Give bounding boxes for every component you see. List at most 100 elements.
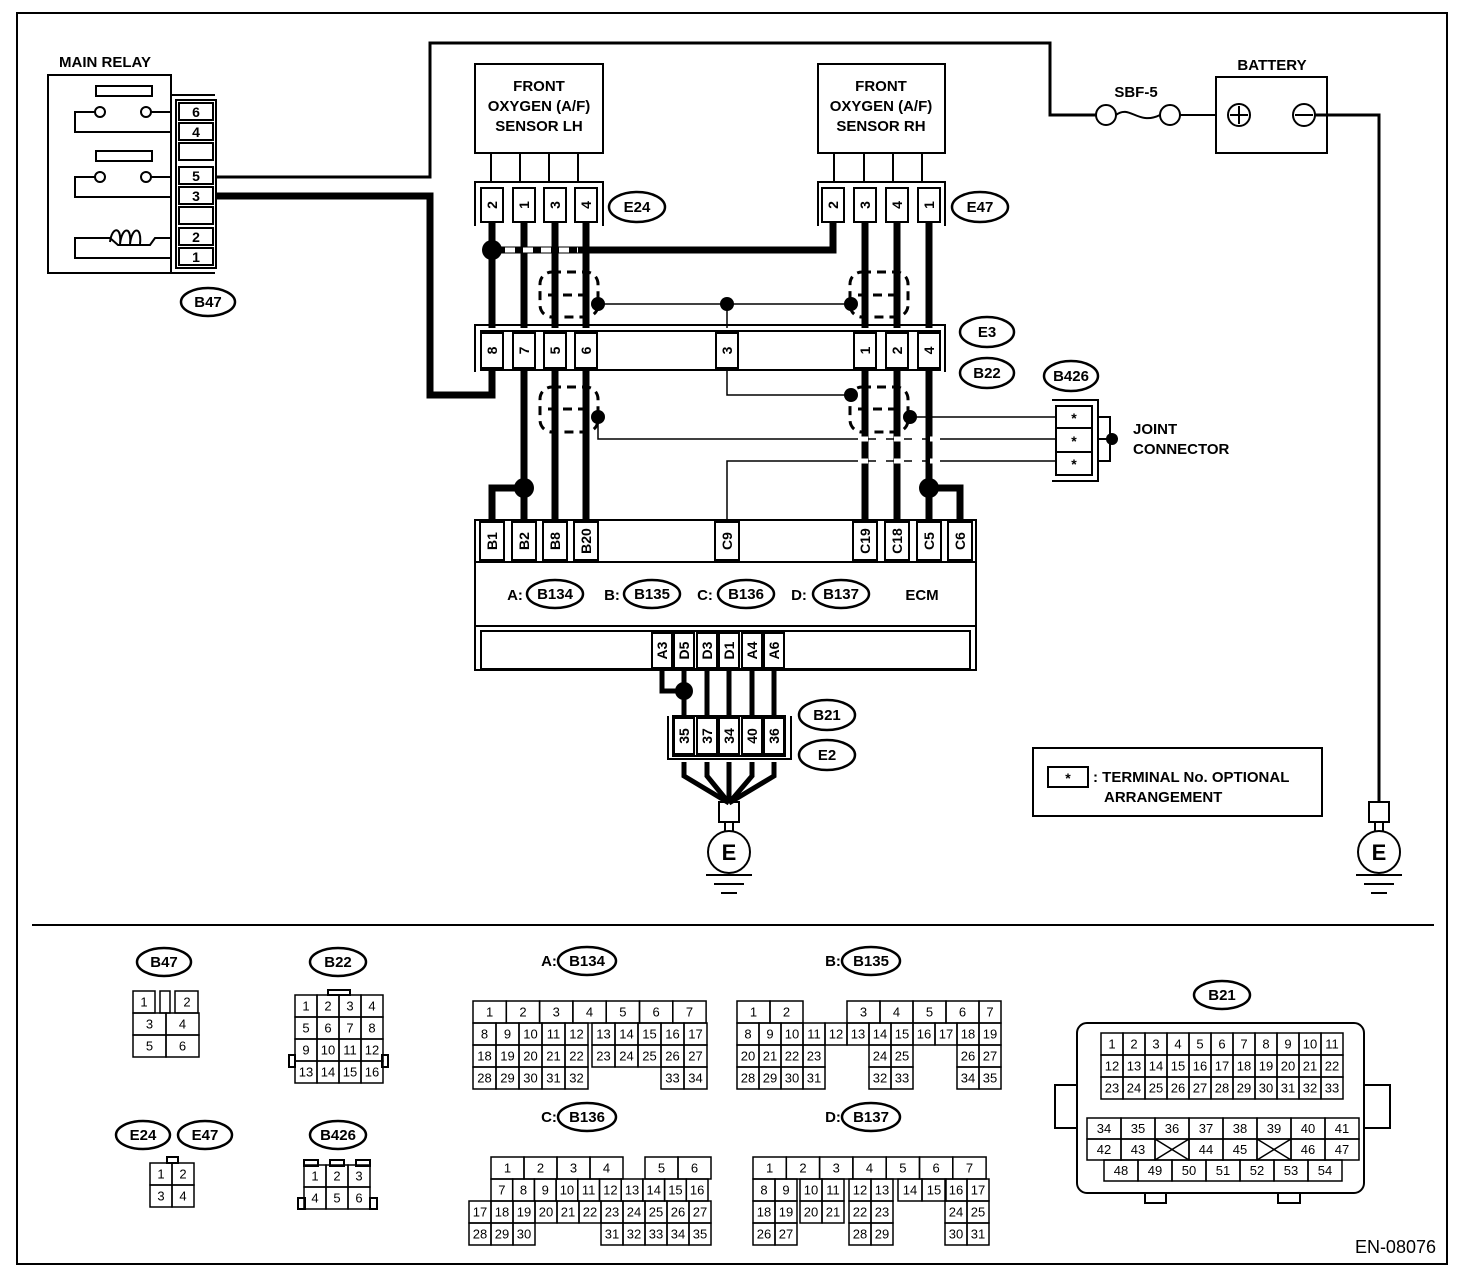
view-b426-cell [347, 1186, 371, 1210]
view-b47-pin-4: 4 [179, 1017, 186, 1032]
view-b426-pin-2: 2 [333, 1169, 340, 1184]
view-b137-pin-31: 31 [971, 1227, 985, 1242]
connector-tag-e3 [958, 315, 1016, 349]
ecm-c-pin-C6: C6 [952, 532, 968, 550]
view-b136-pin-28: 28 [473, 1227, 487, 1242]
view-b137-pin-9: 9 [782, 1183, 789, 1198]
ecm-connector-tag-b136-text: B136 [728, 586, 764, 603]
relay-pin-box [178, 102, 214, 121]
ecm-bot-pin-box [763, 632, 785, 669]
view-b134-pin-25: 25 [642, 1049, 656, 1064]
view-b134-pin-16: 16 [665, 1027, 679, 1042]
view-b136-pin-25: 25 [649, 1205, 663, 1220]
view-b134-pin-34: 34 [688, 1071, 702, 1086]
view-b134-pin-24: 24 [619, 1049, 633, 1064]
e3r-pin-2: 2 [889, 346, 905, 354]
e3l-pin-5: 5 [547, 346, 563, 354]
view-b134-pin-32: 32 [569, 1071, 583, 1086]
view-b21-pin-32: 32 [1303, 1081, 1317, 1096]
view-b22-pin-15: 15 [343, 1065, 357, 1080]
view-b136-pin-33: 33 [649, 1227, 663, 1242]
view-b21-pin-13: 13 [1127, 1059, 1141, 1074]
view-b136-pin-15: 15 [668, 1183, 682, 1198]
relay-pin-box [178, 227, 214, 246]
view-b135-pin-1: 1 [750, 1005, 757, 1020]
ecm-connector-prefix-1: B: [604, 587, 620, 604]
view-b22-pin-9: 9 [302, 1043, 309, 1058]
view-b137-tag-text: B137 [853, 1109, 889, 1126]
ecm-bot-pin-D1: D1 [721, 641, 737, 659]
view-b136-pin-3: 3 [570, 1161, 577, 1176]
joint-connector: B426 * * * JOINT CONNECTOR [1042, 359, 1230, 482]
view-b21-pin-54: 54 [1318, 1163, 1332, 1178]
b21-pin-37: 37 [699, 728, 715, 744]
battery-label: BATTERY [1237, 57, 1306, 74]
view-b22-tag-text: B22 [324, 954, 352, 971]
view-b21-pin-42: 42 [1097, 1142, 1111, 1157]
view-b135-pin-31: 31 [807, 1071, 821, 1086]
view-b21-pin-38: 38 [1233, 1121, 1247, 1136]
view-b135-pin-24: 24 [873, 1049, 887, 1064]
ecm-b-pin-box [542, 521, 568, 561]
view-b22-pin-2: 2 [324, 999, 331, 1014]
view-b137-pin-13: 13 [875, 1183, 889, 1198]
view-b134-pin-27: 27 [688, 1049, 702, 1064]
view-b21-pin-33: 33 [1325, 1081, 1339, 1096]
view-b137-pin-28: 28 [853, 1227, 867, 1242]
view-b426-pin-5: 5 [333, 1191, 340, 1206]
view-b136-pin-1: 1 [504, 1161, 511, 1176]
view-b21-pin-24: 24 [1127, 1081, 1141, 1096]
view-b136-pin-30: 30 [517, 1227, 531, 1242]
view-b21-pin-12: 12 [1105, 1059, 1119, 1074]
view-b47-pin-2: 2 [183, 995, 190, 1010]
view-b136-pin-23: 23 [605, 1205, 619, 1220]
view-b47-pin-3: 3 [146, 1017, 153, 1032]
view-b22-pin-14: 14 [321, 1065, 335, 1080]
connector-tag-b21 [797, 698, 857, 732]
ecm-b-pin-B1: B1 [484, 532, 500, 550]
view-b21-pin-22: 22 [1325, 1059, 1339, 1074]
connector-tag-e2 [797, 738, 857, 772]
view-b136-pin-21: 21 [561, 1205, 575, 1220]
view-b134-pin-10: 10 [523, 1027, 537, 1042]
e3l-pin-box [512, 332, 536, 369]
view-b135-pin-19: 19 [983, 1027, 997, 1042]
view-b135-pin-26: 26 [961, 1049, 975, 1064]
view-b136-pin-18: 18 [495, 1205, 509, 1220]
ground-icon-2: E [1356, 801, 1402, 894]
view-b136-pin-20: 20 [539, 1205, 553, 1220]
ground-icon-1: E [706, 801, 752, 894]
view-b137-pin-12: 12 [853, 1183, 867, 1198]
view-b426-pin-1: 1 [311, 1169, 318, 1184]
ground-wires [659, 669, 777, 806]
ecm-b-pin-box [479, 521, 505, 561]
e3l-pin-8: 8 [484, 346, 500, 354]
view-b21-pin-36: 36 [1165, 1121, 1179, 1136]
view-b21-pin-34: 34 [1097, 1121, 1111, 1136]
ecm-b-pin-B20: B20 [578, 528, 594, 554]
view-b135-pin-35: 35 [983, 1071, 997, 1086]
connector-tag-e47-text: E47 [967, 199, 994, 216]
relay-pin-2: 2 [192, 229, 200, 245]
connector-tag-b47 [179, 286, 237, 318]
relay-pin-box [178, 142, 214, 161]
b21-pin-40: 40 [744, 728, 760, 744]
view-b21-pin-49: 49 [1148, 1163, 1162, 1178]
sensor-lh-line3: SENSOR LH [495, 118, 583, 135]
relay-pin-3: 3 [192, 188, 200, 204]
view-b134-pin-7: 7 [686, 1005, 693, 1020]
ecm-bot-pin-box [673, 632, 695, 669]
view-b21-pin-29: 29 [1237, 1081, 1251, 1096]
view-b135-pin-30: 30 [785, 1071, 799, 1086]
ecm-connector-tag-b136 [716, 578, 776, 610]
ecm-b-pin-box [573, 521, 599, 561]
sensor-lh-line2: OXYGEN (A/F) [488, 98, 591, 115]
ecm-bot-pin-A4: A4 [744, 641, 760, 659]
view-b21-pin-46: 46 [1301, 1142, 1315, 1157]
view-b21-pin-9: 9 [1284, 1037, 1291, 1052]
view-b21-pin-37: 37 [1199, 1121, 1213, 1136]
ecm-connector-prefix-2: C: [697, 587, 713, 604]
view-b134-pin-18: 18 [477, 1049, 491, 1064]
